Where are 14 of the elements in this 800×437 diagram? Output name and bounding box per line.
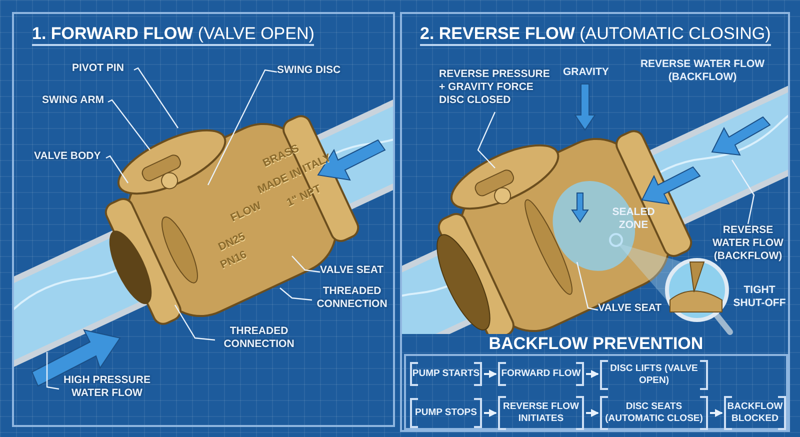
step-text: PUMP STARTS [412,368,480,380]
step-text: DISC SEATS (AUTOMATIC CLOSE) [604,401,704,425]
panel-title: 2. REVERSE FLOW (AUTOMATIC CLOSING) [420,24,771,46]
callout-label: TIGHT SHUT-OFF [732,284,787,310]
body-marking: 1" NPT [284,182,324,210]
step-text: PUMP STOPS [415,407,477,419]
step-text: BACKFLOW BLOCKED [726,401,784,425]
step-text: DISC LIFTS (VALVE OPEN) [609,363,699,387]
section-heading: BACKFLOW PREVENTION [488,334,704,354]
panel-title: 1. FORWARD FLOW (VALVE OPEN) [32,24,314,46]
step-text: FORWARD FLOW [501,368,581,380]
step-text: REVERSE FLOW INITIATES [502,401,580,425]
callout-label: REVERSE WATER FLOW (BACKFLOW) [640,58,765,84]
callout-label: GRAVITY [563,66,609,79]
